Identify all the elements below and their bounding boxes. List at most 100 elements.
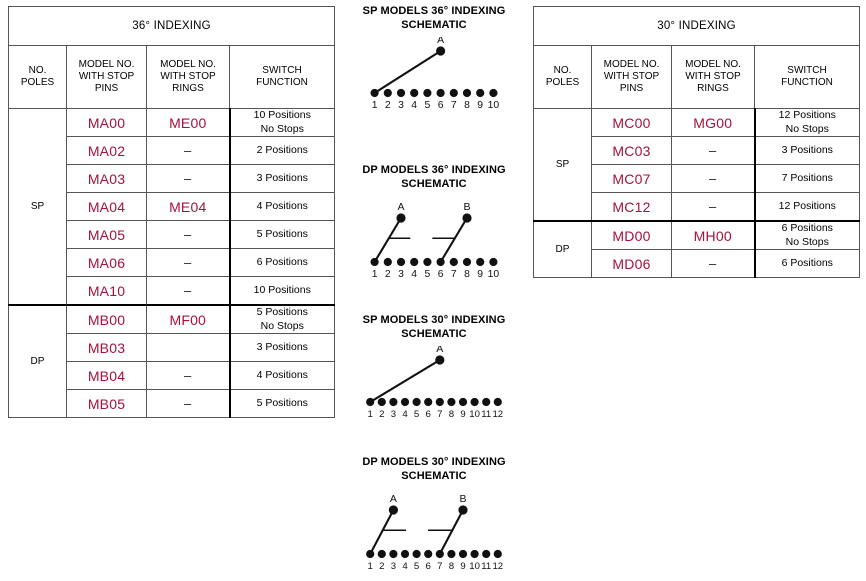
cell-switch-function: 12 Positions (753, 192, 861, 222)
cell-model-stop-rings (146, 333, 231, 362)
cell-model-stop-rings: – (671, 249, 756, 278)
svg-text:A: A (436, 346, 443, 355)
cell-model-stop-pins: MB00 (66, 304, 147, 334)
svg-text:8: 8 (449, 561, 454, 572)
cell-no-poles: SP (8, 108, 67, 306)
svg-text:11: 11 (481, 561, 491, 572)
cell-model-stop-pins: MA06 (66, 248, 147, 277)
svg-text:9: 9 (460, 409, 465, 420)
svg-text:A: A (397, 201, 404, 213)
cell-model-stop-pins: MB05 (66, 389, 147, 418)
cell-switch-function: 3 Positions (753, 136, 861, 165)
svg-text:12: 12 (492, 561, 503, 572)
cell-model-stop-pins: MA05 (66, 220, 147, 249)
svg-text:5: 5 (414, 561, 419, 572)
schematic-caption: SP MODELS 36° INDEXING SCHEMATIC (362, 5, 506, 32)
cell-model-stop-pins: MB04 (66, 361, 147, 390)
svg-text:7: 7 (451, 269, 457, 280)
svg-text:6: 6 (438, 100, 444, 111)
svg-text:8: 8 (464, 100, 470, 111)
svg-text:2: 2 (385, 100, 391, 111)
svg-text:12: 12 (492, 409, 503, 420)
cell-switch-function: 5 Positions (228, 220, 336, 249)
svg-text:11: 11 (481, 409, 491, 420)
cell-switch-function: 4 Positions (228, 361, 336, 390)
cell-model-stop-rings: – (146, 136, 231, 165)
svg-text:2: 2 (379, 561, 384, 572)
cell-model-stop-rings: MF00 (146, 304, 231, 334)
svg-text:9: 9 (477, 100, 483, 111)
cell-model-stop-rings: – (671, 164, 756, 193)
table-row: MA02–2 Positions (9, 136, 336, 165)
cell-no-poles: DP (8, 304, 67, 418)
svg-text:5: 5 (425, 100, 431, 111)
svg-text:5: 5 (414, 409, 419, 420)
cell-model-stop-rings: – (146, 248, 231, 277)
cell-model-stop-rings: – (671, 192, 756, 222)
cell-model-stop-pins: MC03 (591, 136, 672, 165)
svg-text:6: 6 (426, 409, 431, 420)
cell-model-stop-rings: – (146, 361, 231, 390)
svg-text:B: B (463, 201, 470, 213)
svg-text:1: 1 (368, 561, 373, 572)
schematic-caption: DP MODELS 30° INDEXING SCHEMATIC (362, 456, 506, 483)
svg-text:6: 6 (438, 269, 444, 280)
cell-model-stop-pins: MB03 (66, 333, 147, 362)
svg-text:7: 7 (437, 409, 442, 420)
svg-text:1: 1 (372, 100, 378, 111)
cell-switch-function: 4 Positions (228, 192, 336, 221)
cell-switch-function: 3 Positions (228, 333, 336, 362)
svg-text:10: 10 (469, 409, 480, 420)
svg-text:A: A (390, 493, 397, 505)
header-no-poles: NO.POLES (8, 45, 67, 109)
cell-model-stop-pins: MC00 (591, 108, 672, 137)
svg-text:10: 10 (469, 561, 480, 572)
table-row: MC07–7 Positions (534, 164, 861, 193)
cell-model-stop-rings: MG00 (671, 108, 756, 137)
cell-model-stop-pins: MA04 (66, 192, 147, 221)
cell-model-stop-rings: – (146, 164, 231, 193)
svg-text:2: 2 (385, 269, 391, 280)
table-title: 30° INDEXING (532, 6, 861, 46)
svg-text:9: 9 (460, 561, 465, 572)
svg-text:4: 4 (411, 269, 417, 280)
table-row: MB03 3 Positions (9, 333, 336, 362)
svg-text:3: 3 (398, 269, 404, 280)
cell-model-stop-rings: ME00 (146, 108, 231, 137)
table-row: MA06–6 Positions (9, 248, 336, 277)
cell-model-stop-pins: MD00 (591, 220, 672, 250)
cell-switch-function: 6 Positions (228, 248, 336, 277)
svg-text:3: 3 (398, 100, 404, 111)
cell-switch-function: 7 Positions (753, 164, 861, 193)
svg-text:10: 10 (488, 100, 500, 111)
table-row: MB05–5 Positions (9, 389, 336, 418)
cell-model-stop-rings: – (146, 276, 231, 306)
cell-model-stop-pins: MA02 (66, 136, 147, 165)
cell-switch-function: 5 Positions (228, 389, 336, 418)
table-row: MC03–3 Positions (534, 136, 861, 165)
table-row: MA05–5 Positions (9, 220, 336, 249)
cell-no-poles: SP (533, 108, 592, 222)
cell-model-stop-pins: MA00 (66, 108, 147, 137)
